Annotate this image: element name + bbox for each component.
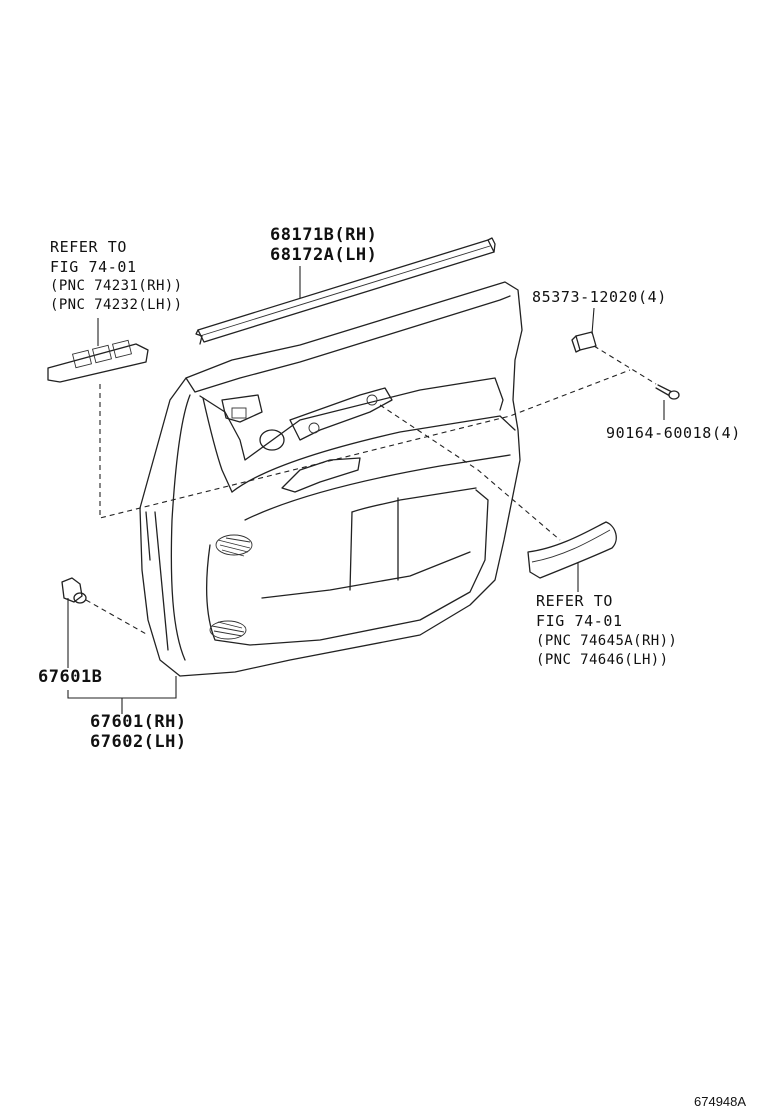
- screw-label: 90164-60018(4): [606, 424, 741, 442]
- clip-67601b: [61, 577, 87, 604]
- inside-handle: [527, 521, 617, 579]
- switch-ref-line1: REFER TO: [50, 238, 128, 256]
- handle-ref-line2: FIG 74-01: [536, 612, 623, 630]
- clip-a-label: 85373-12020(4): [532, 288, 667, 306]
- switch-ref-line3: (PNC 74231(RH)): [50, 278, 183, 294]
- switch-ref-line4: (PNC 74232(LH)): [50, 297, 183, 313]
- assembly-line-switch: [99, 369, 631, 519]
- leader-clip-a: [591, 307, 595, 335]
- weatherstrip: [195, 237, 496, 345]
- assembly-line-clip: [593, 345, 657, 385]
- handle-ref-line1: REFER TO: [536, 592, 614, 610]
- weatherstrip-rh-label: 68171B(RH): [270, 225, 378, 245]
- clip-85373: [571, 331, 597, 353]
- screw-90164: [655, 384, 680, 400]
- door-trim-panel: [139, 281, 523, 677]
- weatherstrip-lh-label: 68172A(LH): [270, 245, 378, 265]
- switch-ref-line2: FIG 74-01: [50, 258, 137, 276]
- handle-ref-line3: (PNC 74645A(RH)): [536, 633, 678, 649]
- figure-code: 674948A: [694, 1094, 747, 1109]
- assembly-line-handle: [379, 404, 561, 541]
- power-window-switch: [47, 339, 149, 383]
- assembly-line-bottom-clip: [85, 599, 149, 636]
- trim-rh-label: 67601(RH): [90, 712, 187, 732]
- clip-b-label: 67601B: [38, 667, 103, 687]
- trim-lh-label: 67602(LH): [90, 732, 187, 752]
- handle-ref-line4: (PNC 74646(LH)): [536, 652, 669, 668]
- leader-trim-bracket: [67, 676, 177, 714]
